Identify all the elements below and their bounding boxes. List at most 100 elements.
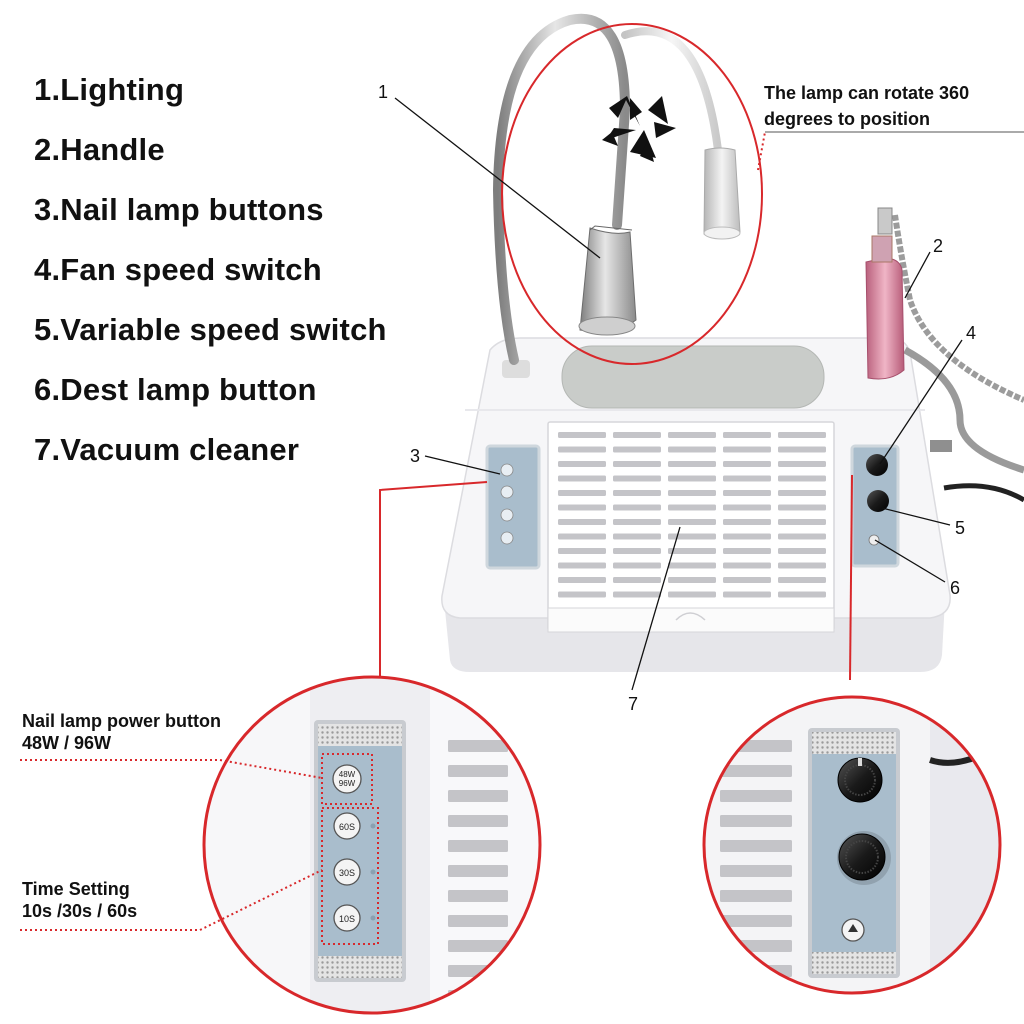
grille-slot <box>723 504 771 511</box>
marker-6: 6 <box>950 578 961 598</box>
device-body <box>441 337 1024 672</box>
timer-10s-button[interactable]: 10S <box>339 914 355 924</box>
grille-slot <box>668 446 716 453</box>
grille-slot <box>720 865 792 877</box>
grille-slot <box>778 577 826 583</box>
grille-slot <box>613 432 661 438</box>
grille-slot <box>778 548 826 554</box>
grille-slot <box>558 591 606 598</box>
grille-slot <box>778 475 826 482</box>
grille-slot <box>720 1015 792 1024</box>
grille-slot <box>668 562 716 569</box>
power-button-line1: Nail lamp power button <box>22 711 222 731</box>
grille-slot <box>720 840 792 852</box>
zoom-left-panel <box>204 677 540 1024</box>
grille-slot <box>558 562 606 569</box>
move-arrows-icon <box>602 96 676 162</box>
grille-slot <box>613 548 661 554</box>
grille-slot <box>720 965 792 977</box>
grille-slot <box>668 432 716 438</box>
vacuum-grille <box>558 432 826 598</box>
power-button-annotation: Nail lamp power button 48W / 96W <box>22 710 221 754</box>
grille-slot <box>613 504 661 511</box>
grille-slot <box>778 533 826 540</box>
grille-slot <box>448 965 508 977</box>
grille-slot <box>558 432 606 438</box>
grille-slot <box>558 519 606 525</box>
desk-lamp-icon[interactable] <box>841 918 865 942</box>
grille-slot <box>778 562 826 569</box>
grille-slot <box>448 940 508 952</box>
grille-slot <box>448 990 508 1002</box>
grille-slot <box>723 548 771 554</box>
marker-7: 7 <box>628 694 639 714</box>
grille-slot <box>558 475 606 482</box>
grille-slot <box>668 519 716 525</box>
grille-slot <box>778 591 826 598</box>
grille-slot <box>613 461 661 467</box>
grille-slot <box>558 446 606 453</box>
grille-slot <box>558 548 606 554</box>
grille-slot <box>720 765 792 777</box>
grille-slot <box>778 519 826 525</box>
power-button-line2: 48W / 96W <box>22 733 112 753</box>
grille-slot <box>448 740 508 752</box>
grille-slot <box>723 490 771 496</box>
grille-slot <box>723 591 771 598</box>
zoom-right-panel <box>704 697 1000 1024</box>
lamp-rotate-callout: The lamp can rotate 360 degrees to posit… <box>764 80 969 132</box>
grille-slot <box>668 490 716 496</box>
grille-slot <box>668 577 716 583</box>
grille-slot <box>668 475 716 482</box>
power-button-label-bottom[interactable]: 96W <box>339 779 356 788</box>
grille-slot <box>778 490 826 496</box>
power-button-label-top[interactable]: 48W <box>339 770 356 779</box>
grille-slot <box>448 915 508 927</box>
timer-60s-button[interactable]: 60S <box>339 822 355 832</box>
grille-slot <box>723 533 771 540</box>
time-setting-line2: 10s /30s / 60s <box>22 901 138 921</box>
grille-slot <box>723 432 771 438</box>
feature-item-nail-lamp-buttons: 3.Nail lamp buttons <box>34 192 324 227</box>
grille-slot <box>613 562 661 569</box>
drill-handle <box>865 207 1024 403</box>
grille-slot <box>720 915 792 927</box>
time-setting-annotation: Time Setting 10s /30s / 60s <box>22 878 137 922</box>
grille-slot <box>668 591 716 598</box>
zoom-left-buttons <box>321 753 379 945</box>
feature-item-fan-speed: 4.Fan speed switch <box>34 252 322 287</box>
grille-slot <box>613 519 661 525</box>
grille-slot <box>778 504 826 511</box>
grille-slot <box>448 815 508 827</box>
feature-item-lighting: 1.Lighting <box>34 72 185 107</box>
variable-speed-knob-icon[interactable] <box>837 831 891 885</box>
lamp-rotate-line1: The lamp can rotate 360 <box>764 83 970 103</box>
grille-slot <box>448 1015 508 1024</box>
grille-slot <box>448 840 508 852</box>
marker-3: 3 <box>410 446 421 466</box>
grille-slot <box>613 475 661 482</box>
grille-slot <box>778 446 826 453</box>
grille-slot <box>723 446 771 453</box>
grille-slot <box>668 533 716 540</box>
grille-slot <box>720 890 792 902</box>
grille-slot <box>613 490 661 496</box>
grille-slot <box>723 562 771 569</box>
feature-item-desk-lamp: 6.Dest lamp button <box>34 372 317 407</box>
grille-slot <box>613 533 661 540</box>
grille-slot <box>613 446 661 453</box>
grille-slot <box>778 432 826 438</box>
grille-slot <box>613 577 661 583</box>
fan-speed-knob-icon[interactable] <box>837 757 883 803</box>
lamp-rotate-line2: degrees to position <box>764 109 931 129</box>
grille-slot <box>723 461 771 467</box>
grille-slot <box>720 790 792 802</box>
grille-slot <box>723 519 771 525</box>
grille-slot <box>448 765 508 777</box>
grille-slot <box>668 548 716 554</box>
timer-30s-button[interactable]: 30S <box>339 868 355 878</box>
grille-slot <box>558 490 606 496</box>
grille-slot <box>720 740 792 752</box>
marker-1: 1 <box>378 82 389 102</box>
